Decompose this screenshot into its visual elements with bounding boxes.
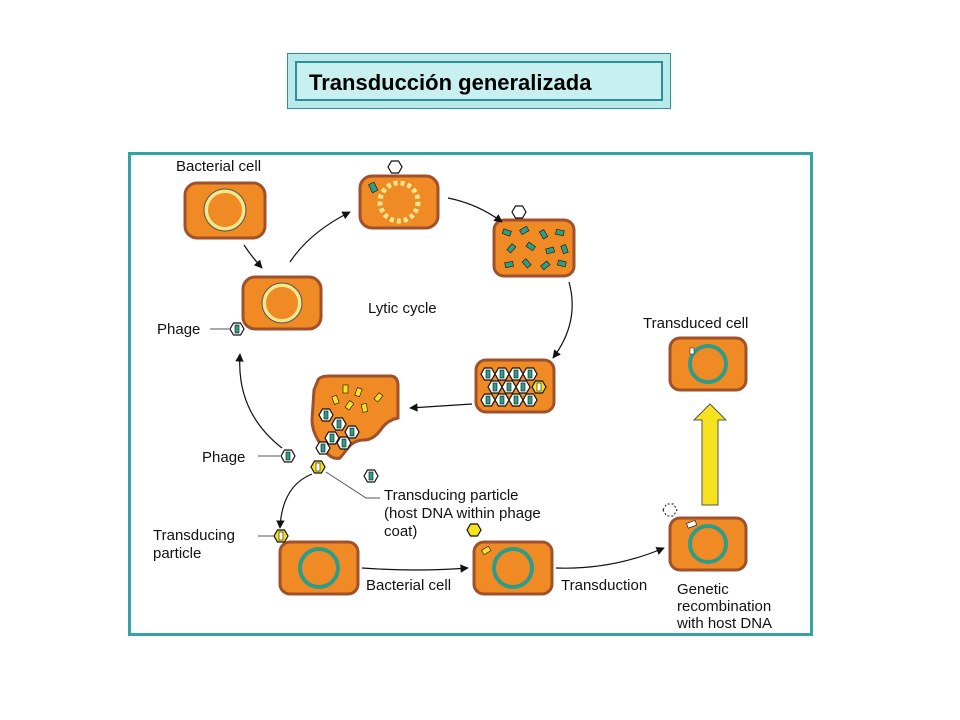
cell-phages-assembled (474, 358, 556, 414)
phage-empty-icon-1 (387, 160, 403, 174)
released-phage-icon (280, 449, 296, 463)
label-transducing-particle-note-1: Transducing particle (384, 487, 519, 504)
label-transducing-particle-note-3: coat) (384, 523, 417, 540)
infected-cell (241, 275, 323, 331)
bottom-cell-receiving (278, 540, 360, 596)
label-bacterial-cell-top: Bacterial cell (176, 158, 261, 175)
label-phage-upper: Phage (157, 321, 200, 338)
cell-dna-fragmenting (358, 174, 440, 230)
transduced-cell (668, 336, 748, 392)
label-phage-lower: Phage (202, 449, 245, 466)
page-title: Transducción generalizada (309, 70, 592, 95)
empty-yellow-phage-icon (466, 523, 482, 537)
bacterial-cell-initial (183, 181, 267, 240)
label-bacterial-cell-bottom: Bacterial cell (366, 577, 451, 594)
title-inner: Transducción generalizada (295, 61, 663, 101)
label-transducing-particle-left-2: particle (153, 545, 201, 562)
released-phage-icon-2 (363, 469, 379, 483)
cell-lysing (310, 374, 400, 460)
bottom-cell-injected (472, 540, 554, 596)
label-lytic-cycle: Lytic cycle (368, 300, 437, 317)
cell-dna-fragments (492, 218, 576, 278)
yellow-up-arrow (692, 403, 728, 506)
phage-icon-attached (229, 322, 245, 336)
label-genetic-recombination-3: with host DNA (676, 615, 772, 632)
label-transducing-particle-left-1: Transducing (153, 527, 235, 544)
transducing-particle-icon (310, 460, 326, 474)
dissociated-phage-icon (662, 503, 678, 517)
label-genetic-recombination-2: recombination (677, 598, 771, 615)
phage-yellow-attached-icon (273, 529, 289, 543)
title-box: Transducción generalizada (287, 53, 671, 109)
label-transduced-cell: Transduced cell (643, 315, 748, 332)
phage-empty-icon-2 (511, 205, 527, 219)
label-genetic-recombination-1: Genetic (677, 581, 729, 598)
recombination-cell (668, 516, 748, 572)
label-transducing-particle-note-2: (host DNA within phage (384, 505, 541, 522)
label-transduction: Transduction (561, 577, 647, 594)
